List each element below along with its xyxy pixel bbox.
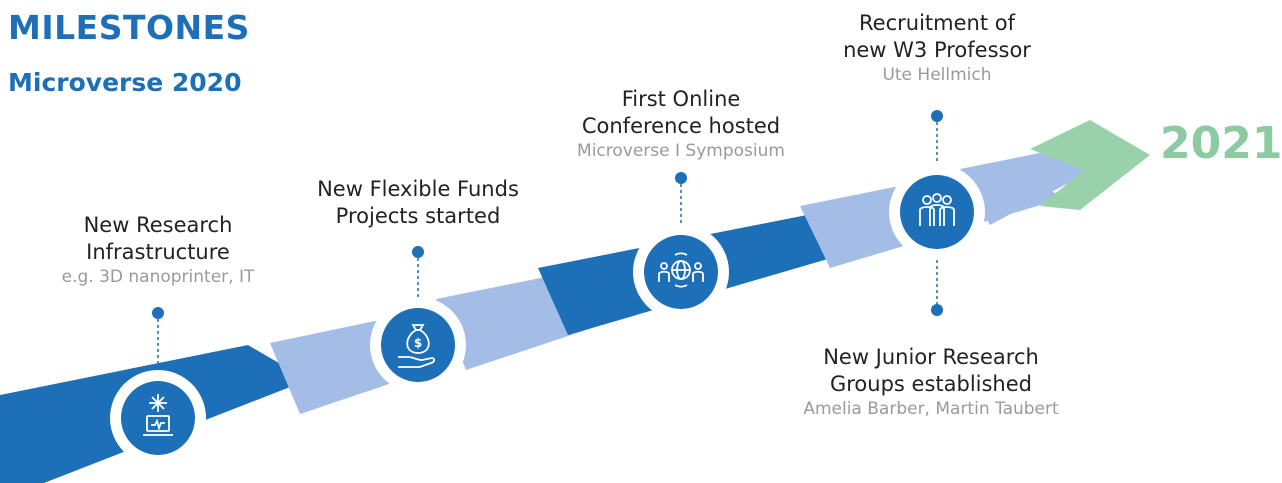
milestone-1-label: New Research Infrastructure e.g. 3D nano…: [48, 212, 268, 289]
svg-text:$: $: [414, 336, 422, 350]
milestone-1-line2: Infrastructure: [86, 240, 230, 264]
chevron-6: [960, 147, 1100, 225]
milestone-3-line2: Conference hosted: [581, 114, 781, 138]
connector-dot-3: [675, 172, 687, 184]
laser-computer-icon: [110, 370, 206, 466]
milestone-4-line2: new W3 Professor: [843, 38, 1031, 62]
connector-dot-4: [931, 110, 943, 122]
milestone-4-label: Recruitment of new W3 Professor Ute Hell…: [817, 10, 1057, 87]
milestone-5-label: New Junior Research Groups established A…: [781, 344, 1081, 421]
year-label: 2021: [1160, 118, 1282, 169]
milestone-2-line2: Projects started: [335, 204, 501, 228]
globe-people-icon: [633, 224, 729, 320]
milestone-1-line1: New Research: [83, 213, 233, 237]
milestone-4-line1: Recruitment of: [859, 11, 1015, 35]
chevron-7-green: [1030, 120, 1150, 210]
milestone-3-line1: First Online: [621, 87, 741, 111]
milestone-3-sub: Microverse I Symposium: [577, 141, 785, 161]
page-title: MILESTONES: [8, 8, 250, 47]
milestone-2-line1: New Flexible Funds: [317, 177, 519, 201]
milestone-5-sub: Amelia Barber, Martin Taubert: [803, 399, 1059, 419]
page-subtitle: Microverse 2020: [8, 68, 242, 97]
connector-dot-1: [152, 307, 164, 319]
milestone-2-label: New Flexible Funds Projects started: [298, 176, 538, 230]
people-group-icon: [889, 164, 985, 260]
milestone-1-sub: e.g. 3D nanoprinter, IT: [61, 267, 255, 287]
milestone-5-line1: New Junior Research: [823, 345, 1039, 369]
milestone-5-line2: Groups established: [829, 372, 1032, 396]
connector-dot-5: [931, 304, 943, 316]
milestone-3-label: First Online Conference hosted Microvers…: [546, 86, 816, 163]
milestone-4-sub: Ute Hellmich: [882, 65, 992, 85]
money-bag-hand-icon: $: [370, 297, 466, 393]
connector-dot-2: [412, 246, 424, 258]
